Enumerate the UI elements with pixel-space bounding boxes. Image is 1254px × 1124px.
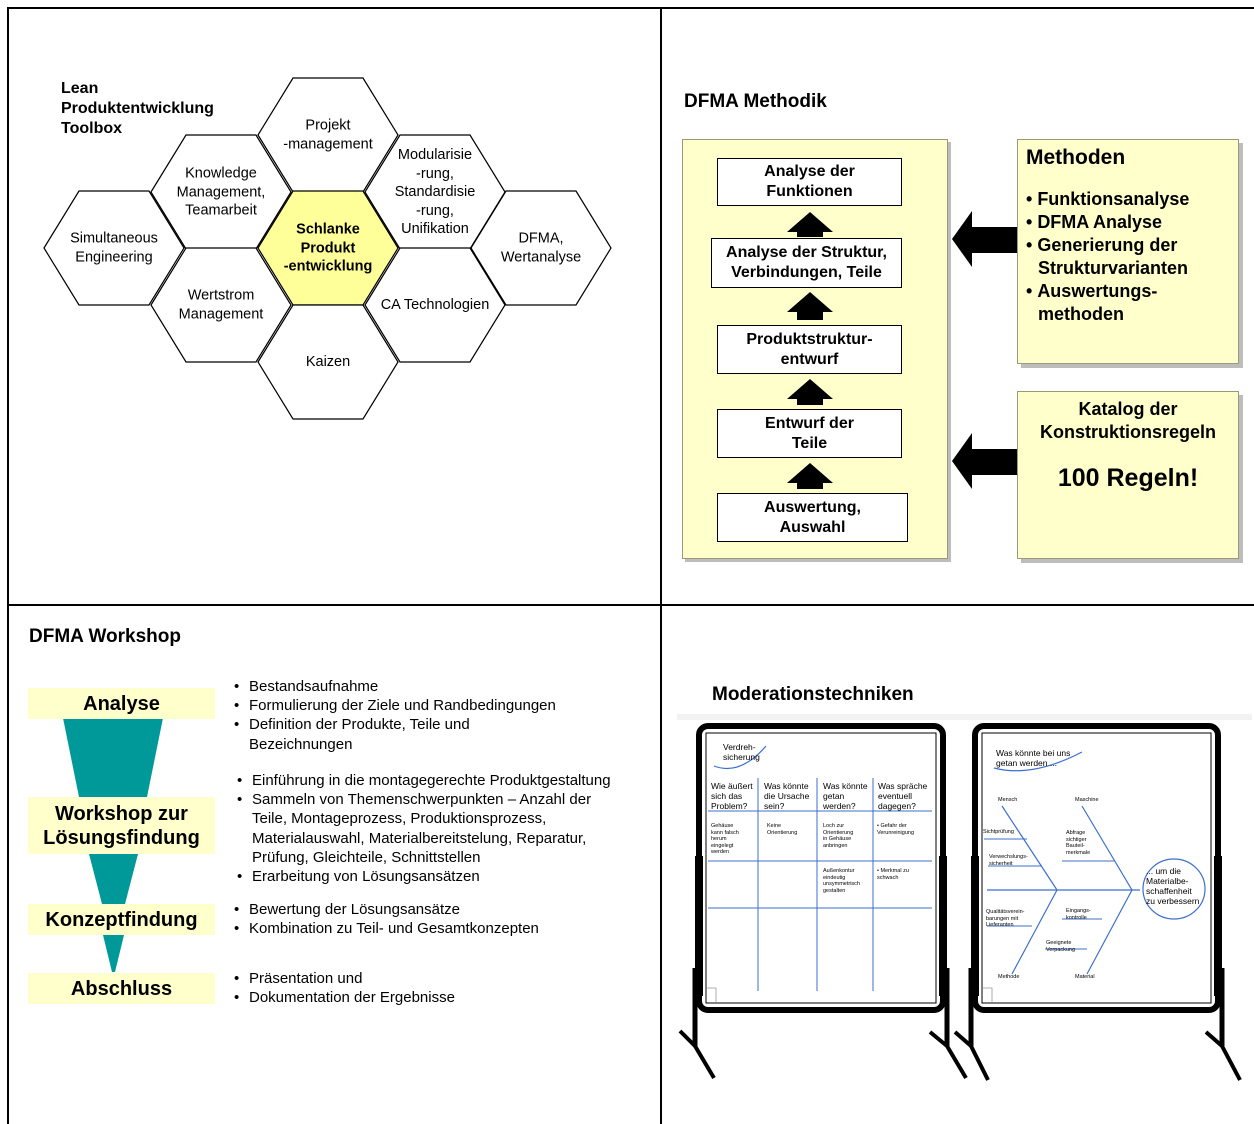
hexagon — [43, 190, 185, 306]
hexagon-diagram — [43, 77, 612, 420]
pinboard-1 — [678, 723, 968, 1080]
fishbone-label: Abfrage sichtiger Bauteil- merkmale — [1066, 830, 1091, 856]
board1-cell: Loch zur Orientierung in Gehäuse anbring… — [823, 823, 854, 849]
hexagon — [150, 247, 292, 363]
hexagon — [257, 304, 399, 420]
toolbox-title: Lean Produktentwicklung Toolbox — [61, 80, 214, 137]
method-item: • Auswertungs- methoden — [1026, 281, 1158, 324]
hexagon-label: Simultaneous Engineering — [70, 230, 158, 266]
board1-header: Was könnte getan werden? — [823, 781, 868, 811]
board1-cell: Außenkontur eindeutig unsymmetrisch gest… — [823, 868, 860, 894]
hexagon-label: Projekt -management — [283, 117, 373, 153]
fishbone-label: Sichtprüfung — [983, 829, 1014, 835]
catalog-value: 100 Regeln! — [1057, 464, 1199, 492]
dfma-arrows — [787, 211, 1018, 489]
bullets-workshop: Einführung in die montagegerechte Produk… — [237, 771, 611, 886]
fishbone-goal: ... um die Materialbe- schaffenheit zu v… — [1146, 866, 1200, 906]
bullet-item: Bestandsaufnahme — [234, 677, 556, 696]
divider-vertical — [660, 7, 662, 1124]
catalog-note: Katalog der Konstruktionsregeln 100 Rege… — [1017, 391, 1239, 559]
bullet-item: Formulierung der Ziele und Randbedingung… — [234, 696, 556, 715]
hexagon-label: Wertstrom Management — [178, 287, 264, 323]
board2-cloud-label: Was könnte bei uns getan werden ... — [996, 748, 1071, 768]
bullets-abschluss: Präsentation und Dokumentation der Ergeb… — [234, 969, 455, 1008]
page-frame — [7, 7, 1254, 1124]
board1-cell: • Merkmal zu schwach — [877, 868, 909, 881]
bullet-item: Dokumentation der Ergebnisse — [234, 988, 455, 1007]
board1-header: Wie äußert sich das Problem? — [711, 781, 753, 811]
step-entwurf-teile: Entwurf der Teile — [717, 409, 902, 458]
dfma-title: DFMA Methodik — [684, 91, 827, 112]
hexagon-label: Knowledge Management, Teamarbeit — [176, 165, 266, 219]
fishbone-label: Maschine — [1075, 797, 1099, 803]
board1-cloud-label: Verdreh- sicherung — [723, 742, 760, 762]
fishbone-label: Methode — [998, 974, 1020, 980]
hexagon-label: Schlanke Produkt -entwicklung — [283, 221, 373, 275]
left-arrow-icon — [952, 211, 1018, 489]
pinboard-2 — [953, 723, 1242, 1081]
methods-note: Methoden • Funktionsanalyse • DFMA Analy… — [1017, 139, 1239, 364]
bullet-item: Sammeln von Themenschwerpunkten – Anzahl… — [237, 790, 611, 867]
board1-cell: Keine Orientierung — [767, 823, 798, 836]
bullet-item: Bewertung der Lösungsansätze — [234, 900, 539, 919]
moderation-title: Moderationstechniken — [712, 684, 914, 705]
phase-analyse: Analyse — [28, 688, 215, 719]
hexagon-label: CA Technologien — [380, 296, 490, 313]
funnel-graphic — [63, 718, 163, 972]
fishbone-label: Mensch — [998, 797, 1018, 803]
step-analyse-funktionen: Analyse der Funktionen — [717, 158, 902, 206]
fishbone-label: Qualitätsverein- barungen mit Lieferante… — [986, 909, 1025, 928]
board1-cell: • Gefahr der Verunreinigung — [877, 823, 915, 836]
bullet-item: Einführung in die montagegerechte Produk… — [237, 771, 611, 790]
pinboards-graphic — [677, 714, 1252, 1081]
method-item: • Generierung der Strukturvarianten — [1026, 235, 1189, 278]
bullets-analyse: Bestandsaufnahme Formulierung der Ziele … — [234, 677, 556, 754]
hexagon-label: Kaizen — [305, 353, 351, 370]
fishbone-label: Material — [1075, 974, 1095, 980]
step-analyse-struktur: Analyse der Struktur, Verbindungen, Teil… — [711, 238, 902, 288]
hexagon — [470, 190, 612, 306]
phase-abschluss: Abschluss — [28, 973, 215, 1004]
fishbone-label: Verwechslungs- sicherheit — [989, 854, 1028, 867]
workshop-title: DFMA Workshop — [29, 626, 181, 647]
board1-header: Was spräche eventuell dagegen? — [878, 781, 928, 811]
divider-horizontal — [7, 604, 1254, 606]
methods-title: Methoden — [1026, 146, 1126, 169]
method-item: • DFMA Analyse — [1026, 212, 1163, 232]
bullet-item: Definition der Produkte, Teile und Bezei… — [234, 715, 556, 753]
bullet-item: Kombination zu Teil- und Gesamtkonzepten — [234, 919, 539, 938]
bullet-item: Erarbeitung von Lösungsansätzen — [237, 867, 611, 886]
method-item: • Funktionsanalyse — [1026, 189, 1190, 209]
fishbone-label: Eingangs- kontrolle — [1066, 908, 1091, 921]
bullet-item: Präsentation und — [234, 969, 455, 988]
board1-header: Was könnte die Ursache sein? — [764, 781, 810, 811]
hexagon-label: Modularisie -rung, Standardisie -rung, U… — [394, 146, 476, 237]
bullets-konzept: Bewertung der Lösungsansätze Kombination… — [234, 900, 539, 939]
board1-cell: Gehäuse kann falsch herum eingelegt werd… — [711, 823, 739, 855]
phase-konzeptfindung: Konzeptfindung — [28, 904, 215, 935]
hexagon-label: DFMA, Wertanalyse — [500, 230, 582, 266]
methods-list: • Funktionsanalyse • DFMA Analyse • Gene… — [1026, 188, 1189, 326]
hexagon — [364, 247, 506, 363]
phase-workshop: Workshop zur Lösungsfindung — [28, 797, 215, 854]
step-auswertung: Auswertung, Auswahl — [717, 493, 908, 542]
step-produktstruktur: Produktstruktur- entwurf — [717, 325, 902, 374]
up-arrow-icon — [787, 212, 833, 489]
fishbone-label: Geeignete Verpackung — [1046, 940, 1076, 953]
catalog-title: Katalog der Konstruktionsregeln — [1039, 399, 1217, 442]
